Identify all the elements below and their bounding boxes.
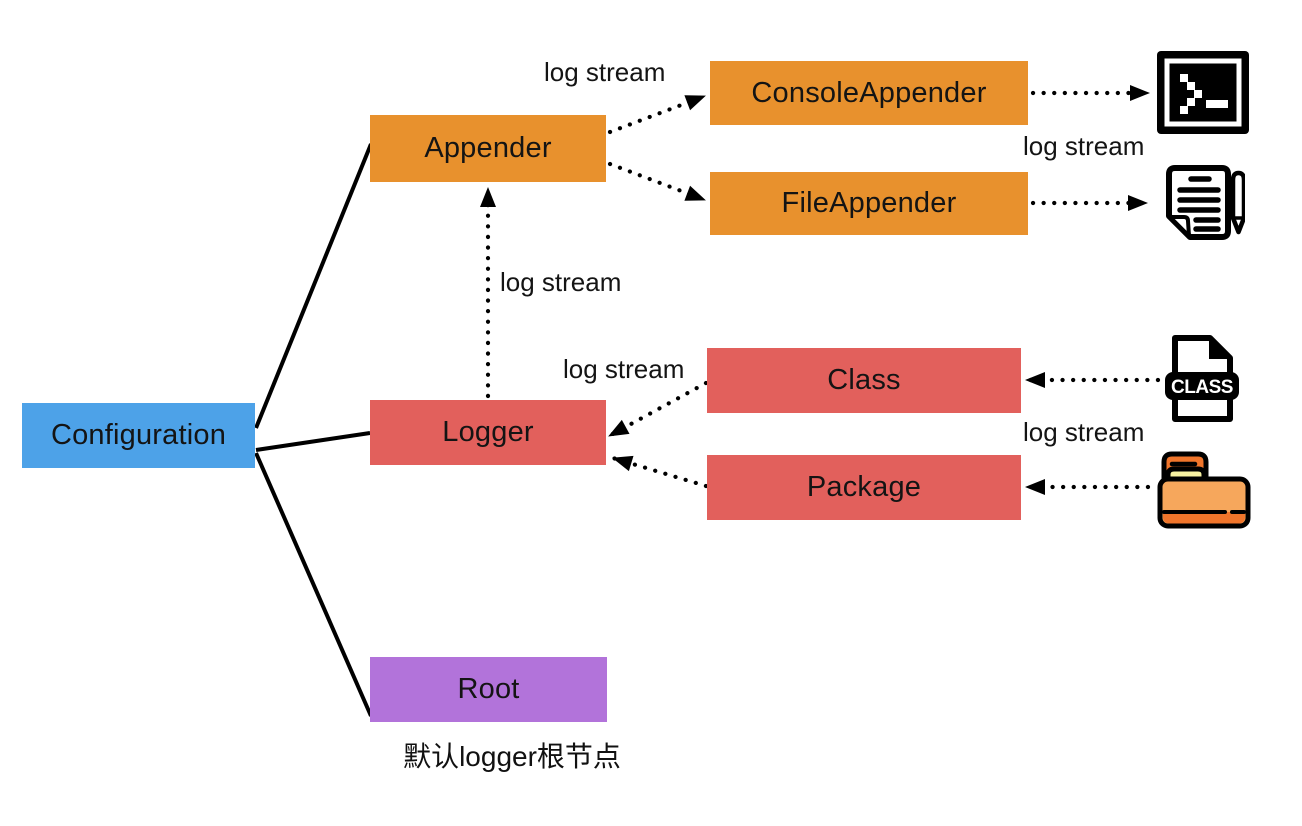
node-configuration-label: Configuration	[50, 419, 227, 451]
edge-label-logger-appender: log stream	[500, 267, 622, 297]
root-caption: 默认logger根节点	[403, 741, 621, 772]
node-root-label: Root	[457, 673, 520, 705]
edge-label-appenders-outputs: log stream	[1023, 131, 1145, 161]
node-file-appender-label: FileAppender	[781, 187, 957, 219]
node-configuration: Configuration	[22, 403, 255, 468]
node-root: Root	[370, 657, 607, 722]
edge-appender-consoleappender	[607, 93, 708, 135]
edge-configuration-appender	[254, 143, 373, 429]
node-console-appender: ConsoleAppender	[710, 61, 1028, 125]
folder-icon	[1155, 445, 1252, 530]
node-class-label: Class	[827, 364, 901, 396]
log-file-icon	[1160, 163, 1247, 243]
edge-configuration-root	[254, 452, 373, 717]
node-logger-label: Logger	[442, 416, 534, 448]
edge-class-logger	[606, 380, 709, 439]
class-file-icon: CLASS	[1163, 333, 1241, 425]
edge-label-sources-loggers: log stream	[1023, 417, 1145, 447]
node-appender: Appender	[370, 115, 606, 182]
class-file-badge: CLASS	[1171, 377, 1233, 398]
node-console-appender-label: ConsoleAppender	[751, 76, 987, 109]
node-appender-label: Appender	[424, 132, 552, 164]
node-logger: Logger	[370, 400, 606, 465]
node-package-label: Package	[806, 471, 922, 503]
edge-configuration-logger	[255, 431, 371, 452]
node-package: Package	[707, 455, 1021, 520]
edge-label-class-logger: log stream	[563, 354, 685, 384]
node-file-appender: FileAppender	[710, 172, 1028, 235]
edge-label-appender-console: log stream	[544, 57, 666, 87]
node-class: Class	[707, 348, 1021, 413]
edge-appender-fileappender	[607, 161, 708, 203]
edge-package-logger	[610, 455, 709, 489]
terminal-icon	[1154, 48, 1252, 137]
